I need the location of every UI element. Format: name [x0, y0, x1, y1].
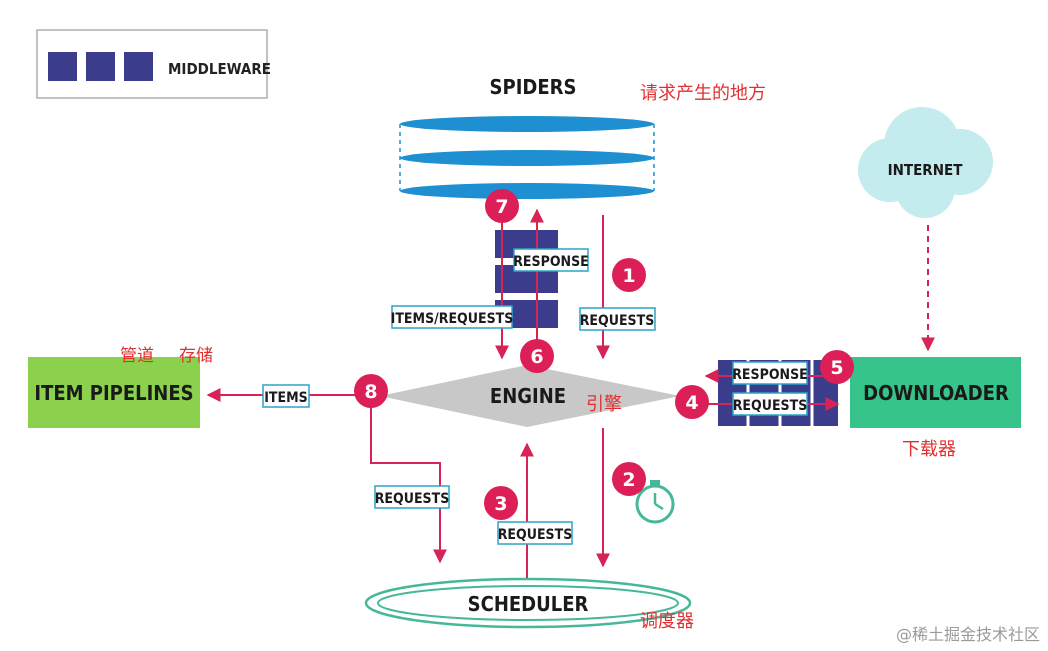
- step-number: 2: [622, 469, 635, 491]
- label-frame: [391, 305, 513, 329]
- pipeline-annotation-1: 管道: [120, 346, 154, 366]
- spiders-title: SPIDERS: [490, 75, 577, 99]
- step-number: 5: [830, 357, 843, 379]
- item-pipelines-label: ITEM PIPELINES: [34, 381, 193, 405]
- label-text: ITEMS/REQUESTS: [391, 311, 514, 327]
- middleware-swatch: [48, 52, 77, 81]
- step-1: 1: [612, 258, 646, 292]
- step-number: 3: [494, 493, 507, 515]
- spider-disk: [400, 150, 654, 166]
- label-text: REQUESTS: [580, 313, 655, 329]
- step-8: 8: [354, 374, 388, 408]
- step-6: 6: [520, 339, 554, 373]
- step-4: 4: [675, 385, 709, 419]
- cloud-icon: [895, 158, 955, 218]
- downloader-box: [850, 357, 1021, 428]
- step-number: 7: [495, 196, 508, 218]
- step-circle: [354, 374, 388, 408]
- step-number: 6: [530, 346, 543, 368]
- downloader-component: DOWNLOADER: [850, 357, 1021, 428]
- engine-diamond: [380, 365, 680, 427]
- label-frame: [579, 307, 656, 331]
- label-frame: [374, 485, 450, 509]
- label-frame: [732, 361, 808, 385]
- flow-label-items: ITEMS: [262, 384, 310, 408]
- step-circle: [612, 462, 646, 496]
- flow-label-response-downloader: RESPONSE: [732, 361, 808, 385]
- flow-label-requests-downloader: REQUESTS: [732, 392, 808, 416]
- label-text: RESPONSE: [732, 367, 808, 383]
- middleware-swatch: [86, 52, 115, 81]
- engine-label: ENGINE: [490, 384, 566, 408]
- label-frame: [497, 521, 573, 545]
- spiders-component: SPIDERS: [399, 75, 655, 199]
- item-pipelines-component: ITEM PIPELINES: [28, 357, 200, 428]
- item-pipelines-box: [28, 357, 200, 428]
- step-circle: [675, 385, 709, 419]
- step-2: 2: [612, 462, 646, 496]
- label-text: RESPONSE: [513, 254, 589, 270]
- spider-disk: [400, 183, 654, 199]
- stopwatch-icon: [635, 480, 675, 524]
- step-number: 8: [364, 381, 377, 403]
- step-circle: [612, 258, 646, 292]
- step-number: 1: [622, 265, 635, 287]
- label-frame: [732, 392, 808, 416]
- scheduler-label: SCHEDULER: [468, 592, 589, 616]
- step-7: 7: [485, 189, 519, 223]
- step-3: 3: [484, 486, 518, 520]
- step-circle: [820, 350, 854, 384]
- downloader-annotation: 下载器: [902, 439, 956, 460]
- label-text: ITEMS: [264, 390, 308, 406]
- watermark: @稀土掘金技术社区: [896, 625, 1040, 644]
- downloader-label: DOWNLOADER: [863, 381, 1009, 405]
- legend: MIDDLEWARE: [36, 29, 271, 99]
- label-text: REQUESTS: [733, 398, 808, 414]
- label-frame: [513, 248, 589, 272]
- label-frame: [262, 384, 310, 408]
- flow-arrow-requests-to-scheduler: [370, 406, 447, 564]
- step-circle: [485, 189, 519, 223]
- engine-component: ENGINE: [380, 365, 680, 427]
- engine-annotation: 引擎: [586, 394, 622, 415]
- label-text: REQUESTS: [498, 527, 573, 543]
- scheduler-ring-outer: [364, 577, 692, 629]
- internet-cloud: INTERNET: [858, 107, 993, 218]
- middleware-swatch: [124, 52, 153, 81]
- label-text: REQUESTS: [375, 491, 450, 507]
- flow-label-response-spider: RESPONSE: [513, 248, 589, 272]
- pipeline-annotation-2: 存储: [179, 346, 213, 366]
- flow-label-requests-pipeline: REQUESTS: [374, 485, 450, 509]
- step-5: 5: [820, 350, 854, 384]
- step-number: 4: [685, 392, 698, 414]
- scheduler-component: SCHEDULER: [364, 577, 692, 629]
- legend-label: MIDDLEWARE: [168, 60, 271, 78]
- flow-label-requests-scheduler: REQUESTS: [497, 521, 573, 545]
- step-circle: [520, 339, 554, 373]
- internet-label: INTERNET: [888, 161, 964, 179]
- scheduler-annotation: 调度器: [640, 611, 694, 632]
- spider-disk: [400, 116, 654, 132]
- step-circle: [484, 486, 518, 520]
- spiders-annotation: 请求产生的地方: [640, 83, 766, 104]
- flow-label-requests-spider: REQUESTS: [579, 307, 656, 331]
- scheduler-ring-inner: [377, 585, 679, 621]
- flow-label-items-requests: ITEMS/REQUESTS: [391, 305, 514, 329]
